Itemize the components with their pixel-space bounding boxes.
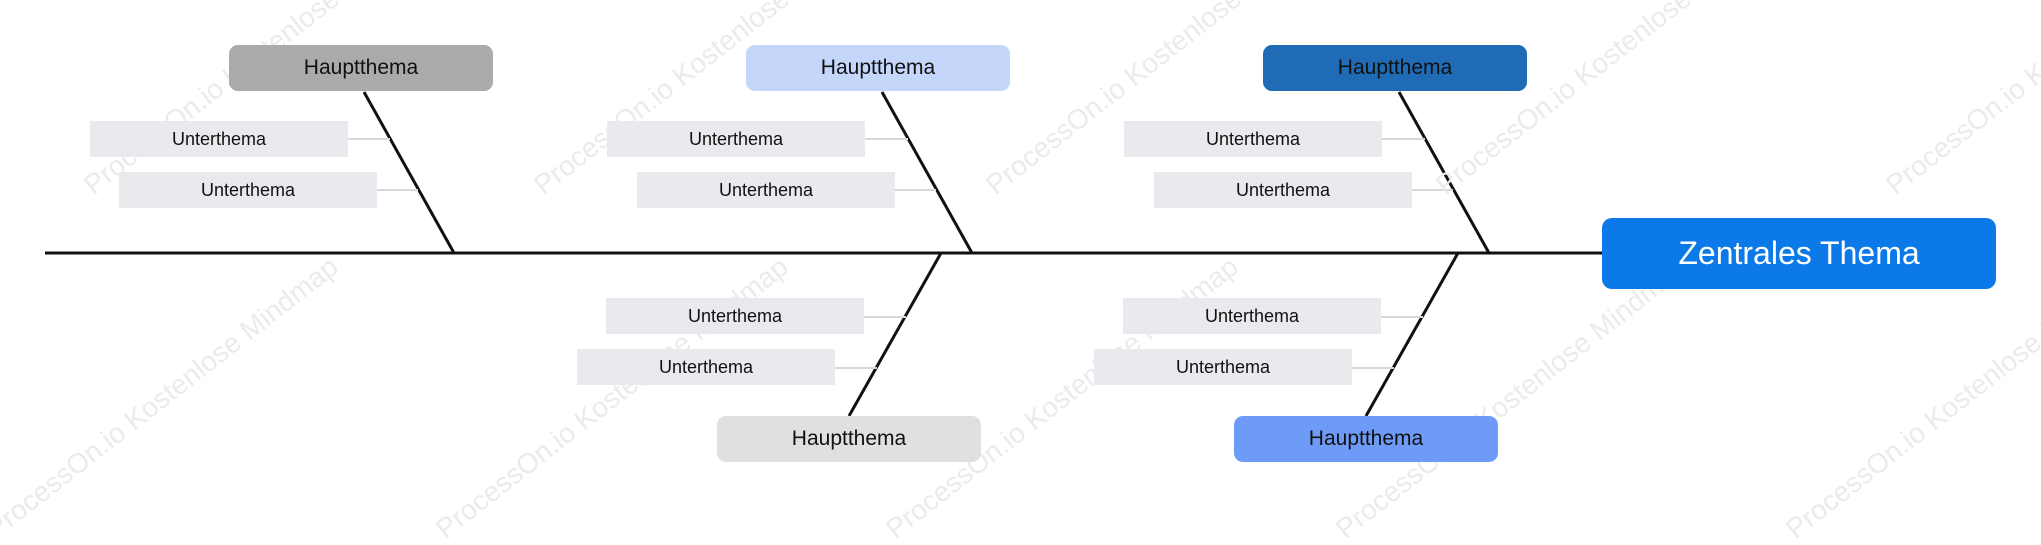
subtopic-label: Unterthema (171, 128, 267, 149)
bone-line (880, 91, 974, 254)
subtopic[interactable]: Unterthema (1094, 349, 1352, 385)
central-topic-label: Zentrales Thema (1678, 235, 1920, 271)
subtopic-label: Unterthema (200, 179, 296, 200)
main-topic[interactable]: Hauptthema (229, 45, 493, 91)
subtopic-label: Unterthema (688, 128, 784, 149)
subtopic[interactable]: Unterthema (606, 298, 864, 334)
central-topic[interactable]: Zentrales Thema (1602, 218, 1996, 289)
subtopic-label: Unterthema (1175, 356, 1271, 377)
main-topic-label: Hauptthema (303, 56, 419, 79)
subtopic-label: Unterthema (718, 179, 814, 200)
main-topic-label: Hauptthema (1308, 427, 1424, 450)
subtopic[interactable]: Unterthema (1123, 298, 1381, 334)
main-topic-label: Hauptthema (1337, 56, 1453, 79)
subtopic[interactable]: Unterthema (90, 121, 348, 157)
subtopic[interactable]: Unterthema (119, 172, 377, 208)
subtopic-label: Unterthema (658, 356, 754, 377)
main-topic-label: Hauptthema (820, 56, 936, 79)
subtopic[interactable]: Unterthema (607, 121, 865, 157)
subtopic[interactable]: Unterthema (577, 349, 835, 385)
subtopic[interactable]: Unterthema (1124, 121, 1382, 157)
subtopic[interactable]: Unterthema (637, 172, 895, 208)
subtopic-label: Unterthema (1235, 179, 1331, 200)
main-topic[interactable]: Hauptthema (746, 45, 1010, 91)
main-topic[interactable]: Hauptthema (1234, 416, 1498, 462)
bone-line (1364, 252, 1460, 417)
bone-line (847, 252, 943, 417)
subtopic-label: Unterthema (687, 305, 783, 326)
main-topic[interactable]: Hauptthema (1263, 45, 1527, 91)
bone-line (1397, 91, 1491, 254)
main-topic[interactable]: Hauptthema (717, 416, 981, 462)
subtopic[interactable]: Unterthema (1154, 172, 1412, 208)
subtopic-label: Unterthema (1205, 128, 1301, 149)
bone-line (362, 91, 456, 254)
connector-lines (45, 91, 1602, 417)
subtopic-label: Unterthema (1204, 305, 1300, 326)
main-topic-label: Hauptthema (791, 427, 907, 450)
